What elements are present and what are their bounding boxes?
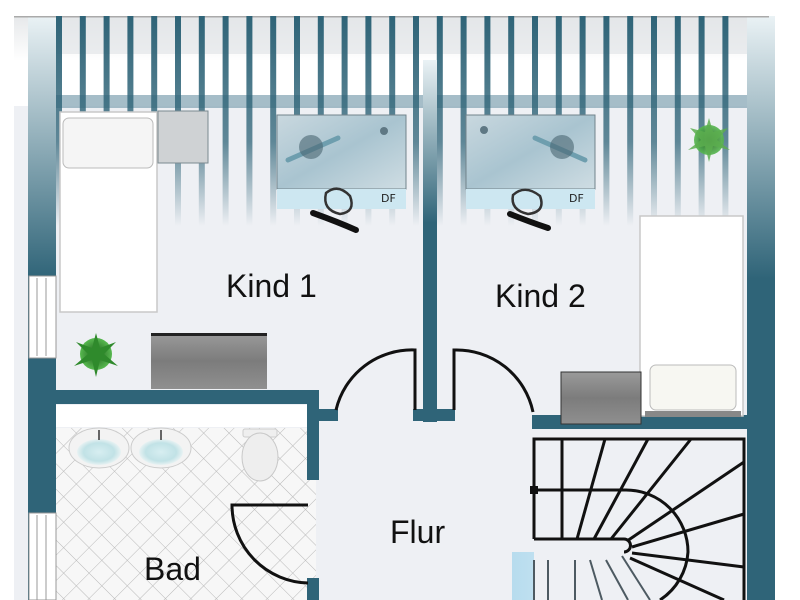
nightstand-kind2 (560, 371, 642, 425)
roof-slat (651, 16, 657, 226)
roof-slat (436, 16, 443, 226)
roof-beam (55, 95, 750, 108)
toilet (241, 428, 279, 482)
door-kind2[interactable] (452, 348, 535, 413)
wall-kind1-bad-horizontal (56, 390, 318, 404)
room-label-kind2: Kind 2 (495, 278, 586, 314)
dresser-kind1 (151, 333, 267, 389)
room-label-bad: Bad (144, 551, 201, 587)
window-left-lower (28, 512, 57, 600)
roof-slat (222, 16, 229, 226)
bed-kind1 (59, 111, 158, 313)
plant-kind1 (74, 333, 118, 377)
bed-kind2 (639, 215, 744, 417)
wall-bad-right-upper (307, 390, 319, 480)
chair-kind1 (310, 187, 359, 233)
chair-kind2 (507, 188, 551, 231)
roof-slat (603, 16, 610, 226)
roof-slat (56, 16, 62, 226)
staircase (512, 437, 746, 600)
door-bad[interactable] (230, 503, 309, 585)
roof-slat (627, 16, 634, 226)
window-left-upper (28, 275, 57, 359)
roof-slat (246, 16, 253, 226)
roof-slat (674, 16, 681, 226)
nightstand-kind1 (157, 110, 209, 164)
roof-slat (460, 16, 467, 226)
room-label-flur: Flur (390, 514, 446, 550)
roof-beam-top (55, 16, 750, 54)
window-mark-df-kind2: DF (569, 192, 584, 205)
wall-flur-top-left (316, 409, 338, 421)
outer-wall-right (747, 16, 775, 600)
roof-slat (722, 16, 729, 226)
desk-kind1 (276, 114, 407, 209)
window-mark-df-kind1: DF (381, 192, 396, 205)
roof-slat (698, 16, 705, 226)
roof-slat (270, 16, 277, 226)
room-label-kind1: Kind 1 (226, 268, 317, 304)
sink-left (68, 427, 130, 469)
desk-kind2 (465, 114, 596, 209)
wall-bad-right-lower (307, 578, 319, 600)
plant-kind2 (688, 118, 730, 162)
sink-right (130, 427, 192, 469)
door-kind1[interactable] (334, 348, 417, 411)
wall-flur-top-mid (413, 409, 455, 421)
bad-shelf (56, 405, 308, 427)
roof-slat (413, 16, 419, 226)
wall-kind1-kind2 (423, 60, 437, 422)
